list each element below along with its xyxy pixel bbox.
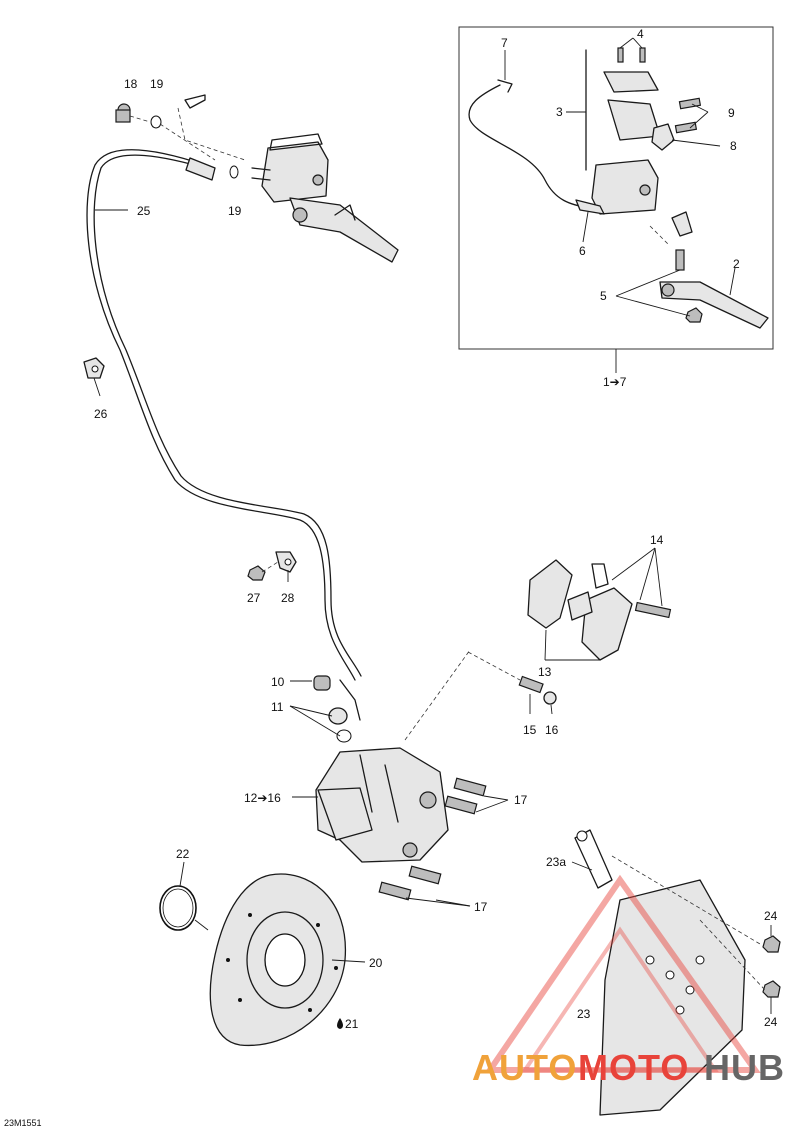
hose-fitting-top bbox=[185, 157, 216, 181]
callout-16: 16 bbox=[545, 723, 559, 737]
callout-9: 9 bbox=[728, 106, 735, 120]
watermark-part-3: HUB bbox=[704, 1047, 785, 1088]
brake-pads bbox=[467, 559, 672, 705]
callout-18: 18 bbox=[124, 77, 138, 91]
callout-8: 8 bbox=[730, 139, 737, 153]
callout-17b: 17 bbox=[474, 900, 488, 914]
brake-hose bbox=[86, 149, 356, 681]
callout-20: 20 bbox=[369, 956, 383, 970]
callout-24a: 24 bbox=[764, 909, 778, 923]
callout-19b: 19 bbox=[228, 204, 242, 218]
watermark-part-1: AUTO bbox=[472, 1047, 577, 1088]
callout-22: 22 bbox=[176, 847, 190, 861]
washer-19b bbox=[229, 165, 239, 179]
leader-lines bbox=[93, 37, 772, 1014]
callout-1-to-7: 1➔7 bbox=[603, 375, 627, 389]
callout-19a: 19 bbox=[150, 77, 164, 91]
caliper-assembly bbox=[313, 649, 487, 901]
watermark-logo bbox=[484, 874, 761, 1073]
callout-23a: 23a bbox=[546, 855, 566, 869]
callout-11: 11 bbox=[271, 700, 284, 714]
callout-7: 7 bbox=[501, 36, 508, 50]
watermark-part-2: MOTO bbox=[578, 1047, 689, 1088]
callout-13: 13 bbox=[538, 665, 552, 679]
callout-3: 3 bbox=[556, 105, 563, 119]
nut-24a bbox=[762, 935, 781, 953]
callout-21: 21 bbox=[345, 1017, 359, 1031]
callout-15: 15 bbox=[523, 723, 537, 737]
master-cylinder-exploded bbox=[468, 47, 769, 329]
brake-disc bbox=[159, 873, 347, 1047]
nut-24b bbox=[762, 980, 781, 998]
nut-27 bbox=[247, 565, 266, 581]
callout-28: 28 bbox=[281, 591, 295, 605]
callout-25: 25 bbox=[137, 204, 151, 218]
oil-drop-icon bbox=[337, 1018, 343, 1029]
callout-labels: 7 4 3 9 8 2 6 5 1➔7 18 19 19 25 26 27 28… bbox=[4, 27, 778, 1128]
callout-10: 10 bbox=[271, 675, 285, 689]
disc-guard bbox=[574, 829, 781, 1116]
callout-17a: 17 bbox=[514, 793, 528, 807]
callout-24b: 24 bbox=[764, 1015, 778, 1029]
washer-19a bbox=[150, 115, 162, 129]
drawing-code: 23M1551 bbox=[4, 1118, 42, 1128]
callout-4: 4 bbox=[637, 27, 644, 41]
callout-14: 14 bbox=[650, 533, 664, 547]
callout-27: 27 bbox=[247, 591, 261, 605]
callout-6: 6 bbox=[579, 244, 586, 258]
callout-12-to-16: 12➔16 bbox=[244, 791, 281, 805]
callout-5: 5 bbox=[600, 289, 607, 303]
master-cylinder-main bbox=[115, 103, 399, 263]
o-ring-22 bbox=[159, 885, 197, 931]
callout-26: 26 bbox=[94, 407, 108, 421]
callout-2: 2 bbox=[733, 257, 740, 271]
callout-23: 23 bbox=[577, 1007, 591, 1021]
